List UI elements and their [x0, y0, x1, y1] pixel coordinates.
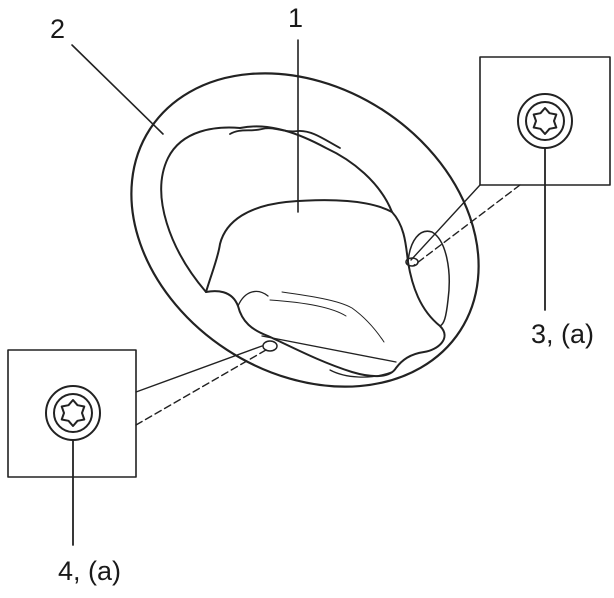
detail-box-left — [7, 345, 267, 546]
callout-2: 2 — [50, 14, 65, 44]
torx-bolt-icon — [517, 93, 573, 149]
callout-3: 3, (a) — [531, 319, 594, 349]
callout-1: 1 — [288, 3, 303, 33]
torx-bolt-icon — [45, 385, 101, 441]
leader-line-2 — [71, 44, 164, 135]
steering-wheel-rim — [130, 72, 480, 388]
steering-wheel-hub — [205, 199, 450, 378]
callout-4: 4, (a) — [58, 556, 121, 586]
bolt-hole-left — [262, 340, 278, 352]
detail-box-right — [410, 56, 611, 311]
